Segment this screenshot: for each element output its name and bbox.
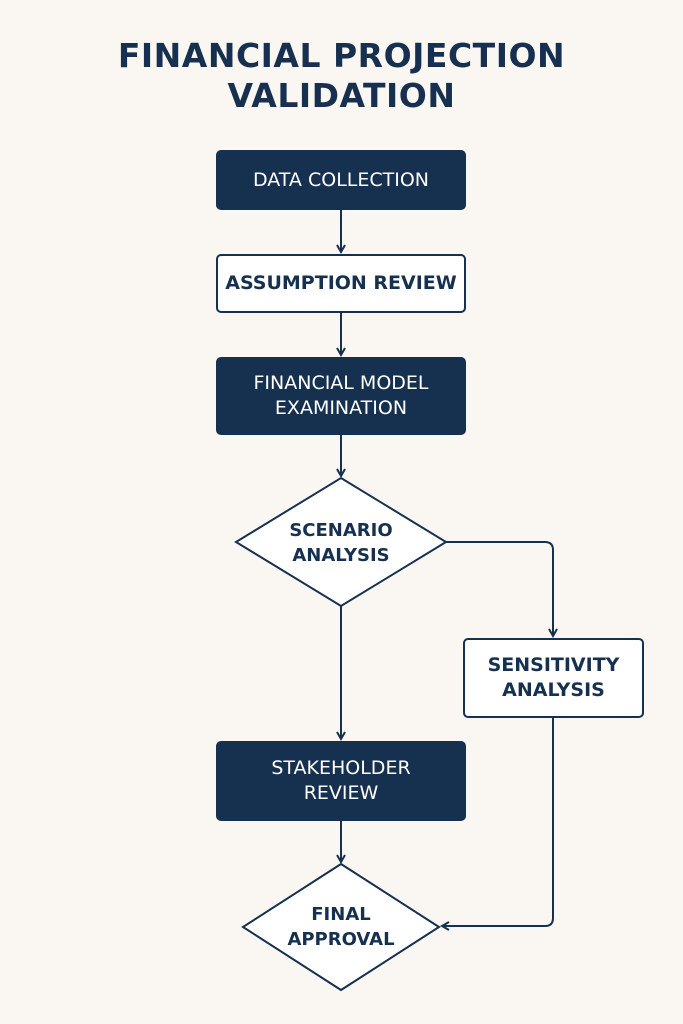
scenario-analysis-label-line-1: SCENARIO xyxy=(289,520,393,541)
edge-scenario-to-sensitivity xyxy=(446,541,553,636)
stakeholder-review-label-line-1: STAKEHOLDER xyxy=(271,757,411,779)
assumption-review-box[interactable]: ASSUMPTION REVIEW xyxy=(216,254,466,313)
edge-sensitivity-to-final xyxy=(442,718,554,926)
final-approval-label-line-2: APPROVAL xyxy=(287,929,395,950)
title-line-1: FINANCIAL PROJECTION xyxy=(117,36,566,75)
sensitivity-analysis-label-line-2: ANALYSIS xyxy=(502,679,605,701)
financial-model-box[interactable]: FINANCIAL MODEL EXAMINATION xyxy=(216,357,466,435)
final-approval-label: FINAL APPROVAL xyxy=(266,902,416,952)
scenario-analysis-label: SCENARIO ANALYSIS xyxy=(266,518,416,568)
sensitivity-analysis-box[interactable]: SENSITIVITY ANALYSIS xyxy=(463,638,644,718)
final-approval-diamond[interactable] xyxy=(241,862,441,992)
scenario-analysis-label-line-2: ANALYSIS xyxy=(292,545,390,566)
data-collection-label: DATA COLLECTION xyxy=(252,168,430,191)
title-line-2: VALIDATION xyxy=(227,76,456,115)
data-collection-box[interactable]: DATA COLLECTION xyxy=(216,150,466,210)
stakeholder-review-label-line-2: REVIEW xyxy=(303,782,379,804)
assumption-review-label: ASSUMPTION REVIEW xyxy=(225,272,457,294)
financial-model-label-line-2: EXAMINATION xyxy=(274,397,408,419)
stakeholder-review-box[interactable]: STAKEHOLDER REVIEW xyxy=(216,741,466,821)
sensitivity-analysis-label-line-1: SENSITIVITY xyxy=(487,654,620,676)
final-approval-label-line-1: FINAL xyxy=(311,904,371,925)
page-title: FINANCIAL PROJECTION VALIDATION xyxy=(0,36,683,116)
financial-model-label-line-1: FINANCIAL MODEL xyxy=(253,372,429,394)
